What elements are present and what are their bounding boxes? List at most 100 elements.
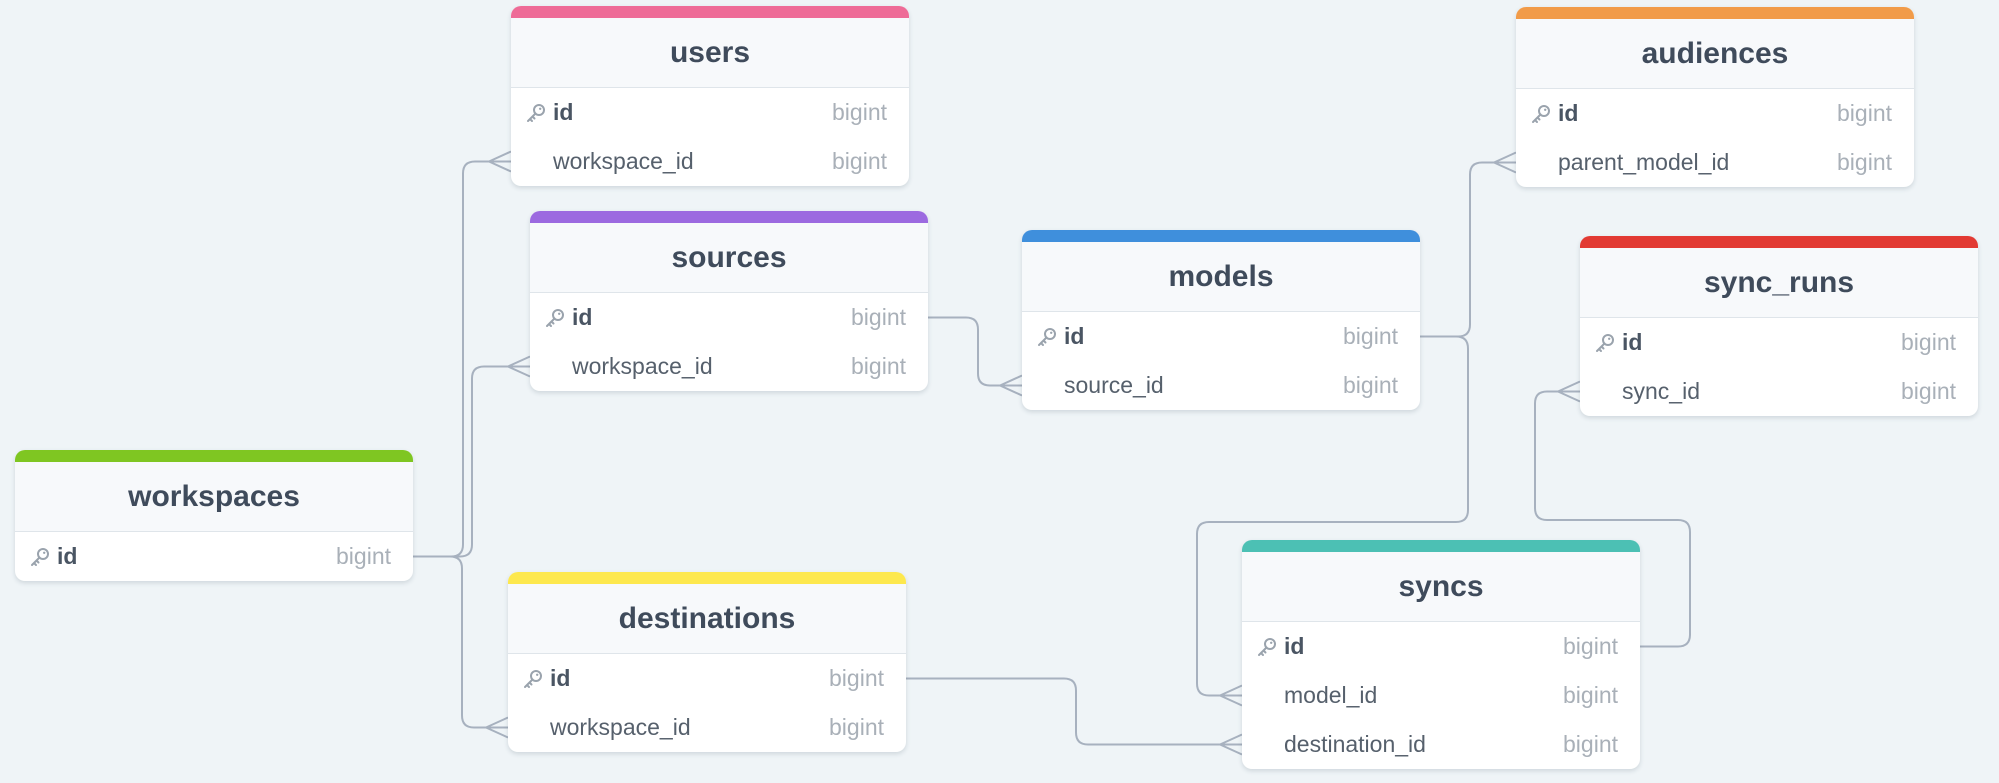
key-icon: [522, 668, 550, 690]
relation-line: [928, 316, 1022, 387]
column-row[interactable]: workspace_id bigint: [530, 342, 928, 391]
table-color-bar: [15, 450, 413, 462]
relation-line: [1420, 161, 1516, 338]
table-color-bar: [1516, 7, 1914, 19]
column-name: workspace_id: [550, 714, 691, 740]
column-type: bigint: [829, 714, 884, 740]
column-type: bigint: [829, 665, 884, 691]
crows-foot-marker: [1493, 151, 1517, 174]
relation-line: [906, 677, 1242, 746]
column-type: bigint: [1343, 323, 1398, 349]
table-title: sources: [530, 223, 928, 293]
key-icon: [29, 546, 57, 568]
column-type: bigint: [1343, 372, 1398, 398]
table-color-bar: [530, 211, 928, 223]
relation-workspaces-destinations[interactable]: [413, 555, 509, 739]
relation-line: [413, 555, 508, 729]
column-row[interactable]: destination_id bigint: [1242, 720, 1640, 769]
crows-foot-marker: [1557, 380, 1581, 403]
table-sources[interactable]: sources id bigint workspace_id bigint: [530, 211, 928, 391]
column-name: id: [550, 665, 571, 691]
column-name: id: [572, 304, 593, 330]
column-row[interactable]: workspace_id bigint: [508, 703, 906, 752]
table-title: users: [511, 18, 909, 88]
table-color-bar: [1580, 236, 1978, 248]
column-type: bigint: [851, 304, 906, 330]
table-users[interactable]: users id bigint workspace_id bigint: [511, 6, 909, 186]
table-color-bar: [1022, 230, 1420, 242]
crows-foot-marker: [507, 355, 531, 378]
relation-workspaces-sources[interactable]: [413, 355, 531, 558]
relation-line: [1196, 335, 1469, 697]
column-type: bigint: [832, 99, 887, 125]
table-color-bar: [508, 572, 906, 584]
column-type: bigint: [336, 543, 391, 569]
column-name: id: [1284, 633, 1305, 659]
column-row[interactable]: id bigint: [508, 654, 906, 703]
relation-syncs-sync_runs[interactable]: [1534, 380, 1691, 648]
column-row[interactable]: model_id bigint: [1242, 671, 1640, 720]
relation-line: [1534, 390, 1691, 648]
table-title: workspaces: [15, 462, 413, 532]
table-color-bar: [1242, 540, 1640, 552]
relation-sources-models[interactable]: [928, 316, 1023, 397]
column-row[interactable]: id bigint: [1516, 89, 1914, 138]
column-name: destination_id: [1284, 731, 1426, 757]
relation-models-syncs[interactable]: [1196, 335, 1469, 707]
key-icon: [1256, 636, 1284, 658]
column-name: id: [1558, 100, 1579, 126]
table-models[interactable]: models id bigint source_id bigint: [1022, 230, 1420, 410]
key-icon: [1036, 326, 1064, 348]
column-name: model_id: [1284, 682, 1378, 708]
column-row[interactable]: source_id bigint: [1022, 361, 1420, 410]
crows-foot-marker: [1219, 684, 1243, 707]
column-row[interactable]: id bigint: [511, 88, 909, 137]
table-color-bar: [511, 6, 909, 18]
column-type: bigint: [1837, 149, 1892, 175]
table-title: sync_runs: [1580, 248, 1978, 318]
relation-workspaces-users[interactable]: [413, 150, 512, 558]
table-title: syncs: [1242, 552, 1640, 622]
relation-line: [413, 365, 530, 558]
relation-line: [413, 160, 511, 558]
key-icon: [525, 102, 553, 124]
column-row[interactable]: workspace_id bigint: [511, 137, 909, 186]
column-type: bigint: [1837, 100, 1892, 126]
table-title: models: [1022, 242, 1420, 312]
column-name: workspace_id: [553, 148, 694, 174]
relation-models-audiences[interactable]: [1420, 151, 1517, 338]
column-name: id: [1064, 323, 1085, 349]
crows-foot-marker: [999, 374, 1023, 397]
column-row[interactable]: id bigint: [1022, 312, 1420, 361]
column-name: source_id: [1064, 372, 1164, 398]
crows-foot-marker: [1219, 733, 1243, 756]
column-type: bigint: [1563, 682, 1618, 708]
crows-foot-marker: [485, 716, 509, 739]
column-type: bigint: [851, 353, 906, 379]
column-type: bigint: [832, 148, 887, 174]
table-title: destinations: [508, 584, 906, 654]
key-icon: [1530, 103, 1558, 125]
crows-foot-marker: [488, 150, 512, 173]
relation-destinations-syncs[interactable]: [906, 677, 1243, 756]
column-row[interactable]: id bigint: [530, 293, 928, 342]
column-row[interactable]: id bigint: [1580, 318, 1978, 367]
column-name: workspace_id: [572, 353, 713, 379]
column-type: bigint: [1901, 378, 1956, 404]
table-destinations[interactable]: destinations id bigint workspace_id bigint: [508, 572, 906, 752]
column-name: id: [1622, 329, 1643, 355]
key-icon: [1594, 332, 1622, 354]
column-name: id: [553, 99, 574, 125]
column-type: bigint: [1901, 329, 1956, 355]
column-type: bigint: [1563, 731, 1618, 757]
